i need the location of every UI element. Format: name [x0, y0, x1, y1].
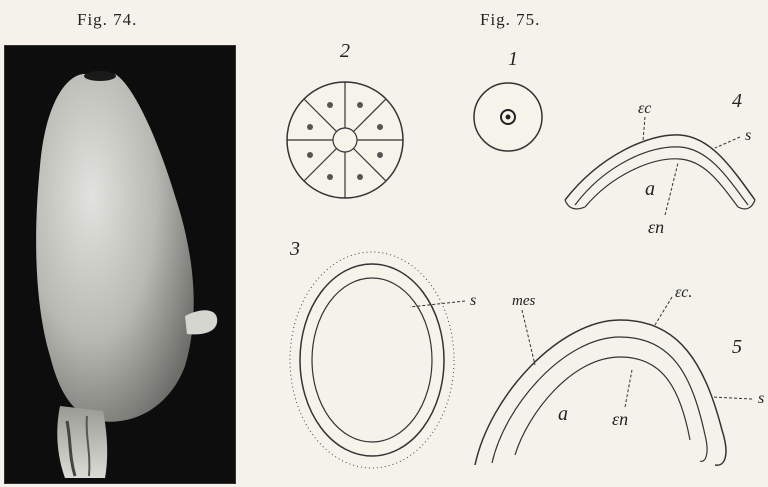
stage-4-gastrula: 4 εc s a εn [565, 90, 755, 237]
sponge-photograph [4, 45, 236, 484]
figure-74-caption: Fig. 74. [77, 10, 137, 30]
stage-5-number: 5 [732, 336, 742, 358]
stage-3-number: 3 [289, 238, 300, 260]
label-ec-4: εc [638, 100, 651, 117]
stage-4-number: 4 [732, 90, 742, 112]
sponge-osculum [84, 71, 116, 81]
label-s-3: s [470, 292, 476, 309]
label-a-5: a [558, 403, 568, 425]
label-ec-5: εc. [675, 284, 692, 301]
label-mes: mes [512, 293, 535, 309]
stage-5-later-gastrula: 5 mes εc. s a εn [475, 284, 764, 465]
stage-2-eight-cell: 2 [287, 40, 403, 198]
stage-3-blastula: 3 s [289, 238, 476, 468]
stage-1-number: 1 [508, 48, 518, 70]
sponge-photo-illustration [5, 46, 235, 483]
figure-75-caption: Fig. 75. [480, 10, 540, 30]
embryo-stages-drawing: 2 1 4 εc [260, 35, 768, 487]
stage-2-number: 2 [340, 40, 350, 62]
label-a-4: a [645, 178, 655, 200]
sponge-base [57, 406, 107, 478]
label-en-4: εn [648, 217, 664, 237]
label-s-5: s [758, 390, 764, 407]
stage-1-single-cell: 1 [474, 48, 542, 151]
label-en-5: εn [612, 409, 628, 429]
label-s-4: s [745, 127, 751, 144]
